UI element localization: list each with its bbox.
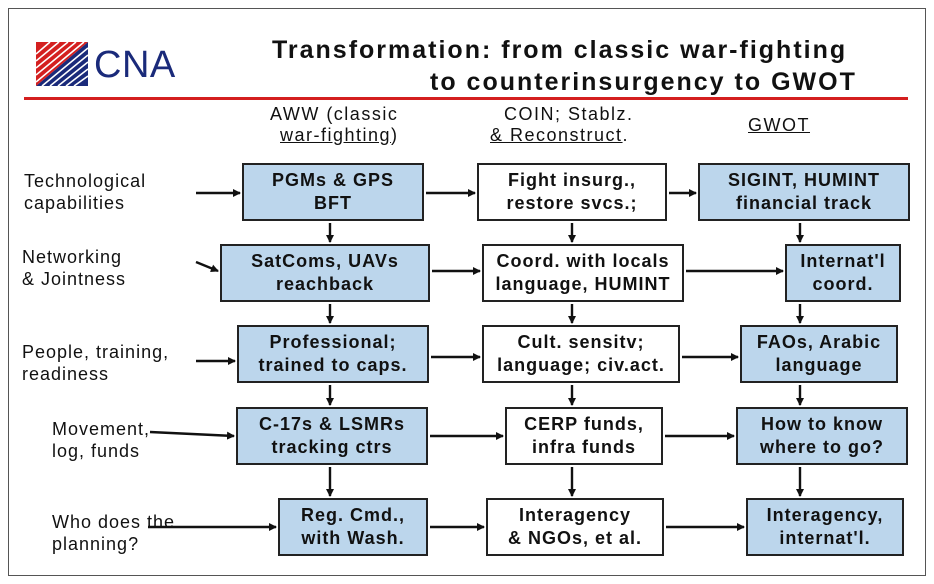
coin-movement-box: CERP funds, infra funds (505, 407, 663, 465)
row-label-line: planning? (52, 534, 140, 554)
cna-logo-mark (36, 42, 88, 86)
box-line: coord. (812, 274, 874, 294)
column-header-coin: COIN; Stablz. & Reconstruct. (490, 104, 634, 146)
gwot-header: GWOT (748, 115, 810, 135)
row-label-networking: Networking& Jointness (22, 246, 126, 290)
row-label-movement: Movement,log, funds (52, 418, 150, 462)
coin-planning-box: Interagency & NGOs, et al. (486, 498, 664, 556)
gwot-planning-box: Interagency, internat'l. (746, 498, 904, 556)
box-line: financial track (735, 193, 873, 213)
box-line: How to know (761, 414, 883, 434)
title-rule (24, 97, 908, 100)
box-line: reachback (275, 274, 375, 294)
box-line: SIGINT, HUMINT (728, 170, 880, 190)
coin-header-dot: . (622, 125, 630, 145)
box-line: language, HUMINT (495, 274, 671, 294)
coin-header-line2: & Reconstruct (490, 125, 623, 145)
aww-header-paren: ) (391, 125, 399, 145)
box-line: Reg. Cmd., (300, 505, 405, 525)
aww-people-box: Professional; trained to caps. (237, 325, 429, 383)
box-line: language; civ.act. (497, 355, 665, 375)
gwot-networking-box: Internat'l coord. (785, 244, 901, 302)
row-label-line: Technological (24, 171, 147, 191)
box-line: Interagency, (766, 505, 884, 525)
aww-planning-box: Reg. Cmd., with Wash. (278, 498, 428, 556)
box-line: internat'l. (779, 528, 871, 548)
gwot-technology-box: SIGINT, HUMINT financial track (698, 163, 910, 221)
aww-header-line2: war-fighting (280, 125, 392, 145)
row-label-line: Movement, (52, 419, 151, 439)
box-line: & NGOs, et al. (507, 528, 643, 548)
box-line: SatComs, UAVs (251, 251, 399, 271)
row-label-line: Networking (22, 247, 123, 267)
gwot-movement-box: How to know where to go? (736, 407, 908, 465)
row-label-line: & Jointness (22, 269, 127, 289)
coin-people-box: Cult. sensitv; language; civ.act. (482, 325, 680, 383)
gwot-people-box: FAOs, Arabic language (740, 325, 898, 383)
aww-technology-box: PGMs & GPS BFT (242, 163, 424, 221)
box-line: BFT (314, 193, 352, 213)
coin-header-line1: COIN; Stablz. (504, 104, 634, 124)
slide-frame (8, 8, 926, 576)
box-line: Professional; (269, 332, 397, 352)
box-line: Interagency (518, 505, 632, 525)
coin-networking-box: Coord. with locals language, HUMINT (482, 244, 684, 302)
row-label-people: People, training,readiness (22, 341, 169, 385)
box-line: Coord. with locals (496, 251, 670, 271)
box-line: trained to caps. (258, 355, 408, 375)
cna-logo: CNA (36, 42, 222, 90)
box-line: restore svcs.; (506, 193, 638, 213)
box-line: tracking ctrs (271, 437, 393, 457)
box-line: C-17s & LSMRs (258, 414, 406, 434)
logo-text: CNA (94, 44, 176, 86)
box-line: PGMs & GPS (271, 170, 395, 190)
box-line: Internat'l (800, 251, 886, 271)
aww-header-line1: AWW (classic (270, 104, 399, 124)
row-label-line: capabilities (24, 193, 126, 213)
box-line: FAOs, Arabic (756, 332, 882, 352)
slide-title-line1: Transformation: from classic war-fightin… (272, 36, 848, 64)
box-line: where to go? (760, 437, 884, 457)
coin-technology-box: Fight insurg., restore svcs.; (477, 163, 667, 221)
box-line: with Wash. (301, 528, 405, 548)
box-line: Fight insurg., (507, 170, 636, 190)
box-line: language (775, 355, 863, 375)
row-label-line: readiness (22, 364, 110, 384)
aww-networking-box: SatComs, UAVs reachback (220, 244, 430, 302)
aww-movement-box: C-17s & LSMRs tracking ctrs (236, 407, 428, 465)
column-header-aww: AWW (classic war-fighting) (270, 104, 399, 146)
row-label-line: log, funds (52, 441, 141, 461)
box-line: CERP funds, (524, 414, 644, 434)
row-label-line: Who does the (52, 512, 176, 532)
slide-title-line2: to counterinsurgency to GWOT (430, 68, 857, 96)
box-line: Cult. sensitv; (517, 332, 645, 352)
box-line: infra funds (532, 437, 636, 457)
row-label-line: People, training, (22, 342, 170, 362)
column-header-gwot: GWOT (748, 115, 810, 136)
